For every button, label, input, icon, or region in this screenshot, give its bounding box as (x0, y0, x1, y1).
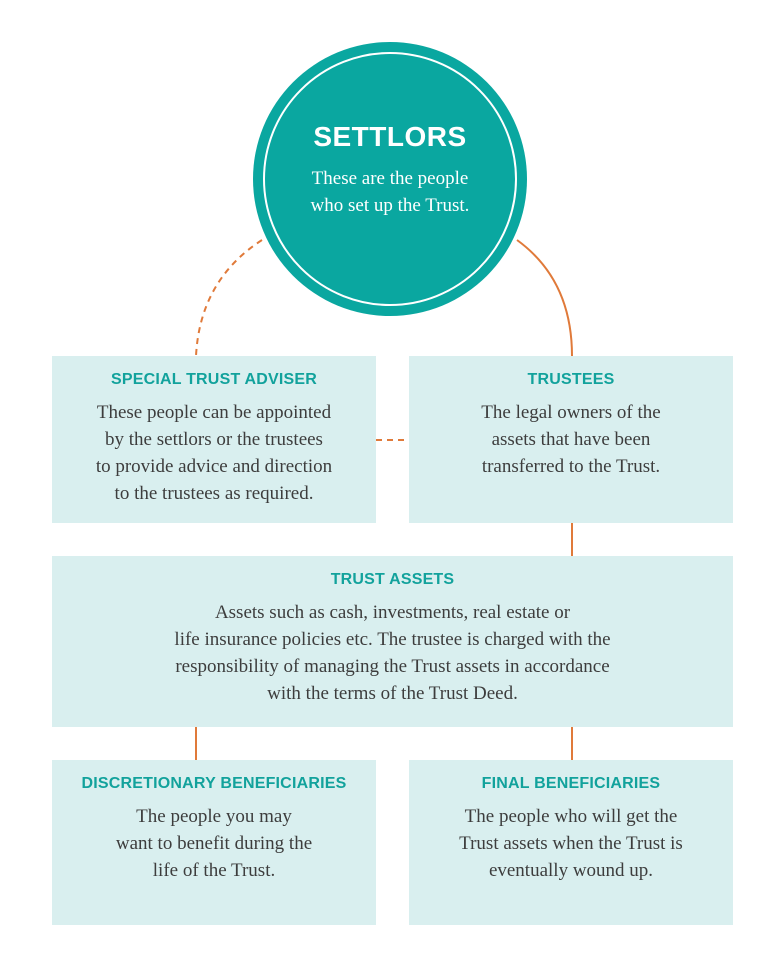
connector-settlors-adviser (195, 239, 263, 357)
trustees-title: TRUSTEES (527, 371, 615, 388)
trust-assets-box: TRUST ASSETS Assets such as cash, invest… (52, 556, 733, 727)
connector-settlors-trustees (516, 239, 573, 357)
discretionary-beneficiaries-description: The people you may want to benefit durin… (115, 806, 313, 881)
final-beneficiaries-description: The people who will get the Trust assets… (459, 806, 683, 881)
trust-assets-title: TRUST ASSETS (330, 571, 455, 588)
final-beneficiaries-box: FINAL BENEFICIARIES The people who will … (409, 760, 733, 925)
trustees-description: The legal owners of the assets that have… (481, 402, 661, 477)
settlors-description: These are the people who set up the Trus… (310, 168, 470, 216)
trust-assets-description: Assets such as cash, investments, real e… (174, 602, 611, 704)
settlors-inner-ring: SETTLORS These are the people who set up… (263, 52, 517, 306)
settlors-title: SETTLORS (313, 121, 467, 152)
special-trust-adviser-box: SPECIAL TRUST ADVISER These people can b… (52, 356, 376, 523)
settlors-circle: SETTLORS These are the people who set up… (253, 42, 527, 316)
special-trust-adviser-description: These people can be appointed by the set… (95, 402, 333, 504)
special-trust-adviser-title: SPECIAL TRUST ADVISER (110, 371, 317, 388)
trustees-box: TRUSTEES The legal owners of the assets … (409, 356, 733, 523)
final-beneficiaries-title: FINAL BENEFICIARIES (481, 775, 661, 792)
discretionary-beneficiaries-title: DISCRETIONARY BENEFICIARIES (81, 775, 347, 792)
discretionary-beneficiaries-box: DISCRETIONARY BENEFICIARIES The people y… (52, 760, 376, 925)
